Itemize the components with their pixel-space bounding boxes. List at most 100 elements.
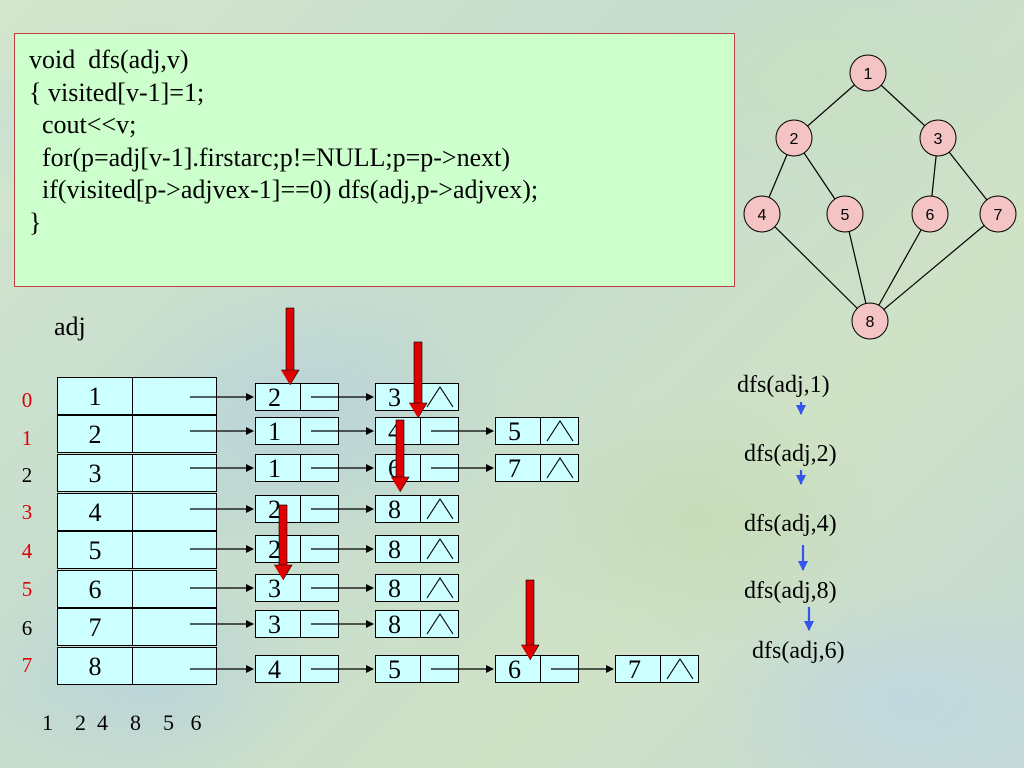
current-pointer-arrow xyxy=(409,341,428,419)
arc-adjvex: 3 xyxy=(255,574,301,603)
current-pointer-arrow xyxy=(521,579,540,661)
arc-node: 2 xyxy=(255,535,339,564)
null-symbol xyxy=(666,657,694,680)
code-box: void dfs(adj,v) { visited[v-1]=1; cout<<… xyxy=(14,33,735,287)
graph: 1 2 3 4 5 6 7 8 xyxy=(743,54,1017,340)
arc-adjvex: 8 xyxy=(375,610,421,639)
graph-node-label: 6 xyxy=(926,207,935,224)
arc-node: 7 xyxy=(495,454,579,483)
graph-edge xyxy=(761,213,871,322)
index-label: 1 xyxy=(21,426,33,450)
dfs-call: dfs(adj,1) xyxy=(737,372,830,398)
arc-node: 5 xyxy=(375,655,459,684)
index-label: 4 xyxy=(21,539,33,563)
graph-edge xyxy=(869,213,999,322)
graph-node-label: 5 xyxy=(841,207,850,224)
firstarc-pointer-cell xyxy=(133,493,217,531)
graph-node-label: 4 xyxy=(758,207,767,224)
index-label: 2 xyxy=(21,463,33,487)
graph-node: 1 xyxy=(849,54,887,92)
vertex-value: 8 xyxy=(57,647,133,685)
arc-node: 4 xyxy=(255,655,339,684)
null-symbol xyxy=(426,497,454,520)
vertex-value: 2 xyxy=(57,415,133,453)
current-pointer-arrow xyxy=(391,419,410,493)
graph-edge xyxy=(869,213,931,322)
vertex-row: 3 xyxy=(57,454,217,492)
arc-adjvex: 7 xyxy=(495,454,541,483)
arc-adjvex: 2 xyxy=(255,535,301,564)
graph-node: 5 xyxy=(826,195,864,233)
dfs-call: dfs(adj,8) xyxy=(744,578,837,604)
graph-node-label: 3 xyxy=(934,131,943,148)
graph-node: 6 xyxy=(911,195,949,233)
firstarc-pointer-cell xyxy=(133,570,217,608)
firstarc-pointer-cell xyxy=(133,531,217,569)
code-line: if(visited[p->adjvex-1]==0) dfs(adj,p->a… xyxy=(29,175,539,204)
dfs-call: dfs(adj,6) xyxy=(752,638,845,664)
index-label: 6 xyxy=(21,616,33,640)
arc-node: 8 xyxy=(375,610,459,639)
arc-adjvex: 4 xyxy=(255,655,301,684)
null-symbol xyxy=(546,456,574,479)
arc-adjvex: 8 xyxy=(375,535,421,564)
graph-node-label: 7 xyxy=(994,207,1003,224)
graph-node: 7 xyxy=(979,195,1017,233)
vertex-row: 2 xyxy=(57,415,217,453)
vertex-value: 1 xyxy=(57,377,133,415)
null-symbol xyxy=(426,385,454,408)
graph-node: 2 xyxy=(775,119,813,157)
graph-node: 4 xyxy=(743,195,781,233)
arc-adjvex: 3 xyxy=(255,610,301,639)
null-symbol xyxy=(426,576,454,599)
index-label: 5 xyxy=(21,577,33,601)
graph-node-label: 2 xyxy=(790,131,799,148)
vertex-row: 5 xyxy=(57,531,217,569)
vertex-value: 4 xyxy=(57,493,133,531)
arc-adjvex: 1 xyxy=(255,454,301,483)
graph-node: 3 xyxy=(919,119,957,157)
arc-node: 2 xyxy=(255,383,339,412)
code-line: void dfs(adj,v) xyxy=(29,45,189,74)
firstarc-pointer-cell xyxy=(133,608,217,646)
graph-node-label: 1 xyxy=(864,66,873,83)
vertex-value: 6 xyxy=(57,570,133,608)
arc-adjvex: 2 xyxy=(255,495,301,524)
vertex-row: 6 xyxy=(57,570,217,608)
arc-adjvex: 5 xyxy=(495,417,541,446)
current-pointer-arrow xyxy=(274,504,293,581)
graph-node-label: 8 xyxy=(866,314,875,331)
vertex-row: 8 xyxy=(57,647,217,685)
index-label: 3 xyxy=(21,500,33,524)
graph-node: 8 xyxy=(851,302,889,340)
code-line: for(p=adj[v-1].firstarc;p!=NULL;p=p->nex… xyxy=(29,142,510,172)
arc-adjvex: 8 xyxy=(375,495,421,524)
arc-adjvex: 1 xyxy=(255,417,301,446)
arc-adjvex: 7 xyxy=(615,655,661,684)
index-label: 0 xyxy=(21,388,33,412)
dfs-call: dfs(adj,2) xyxy=(744,441,837,467)
vertex-row: 1 xyxy=(57,377,217,415)
code-line: { visited[v-1]=1; xyxy=(29,77,205,107)
arc-adjvex: 8 xyxy=(375,574,421,603)
code-line: } xyxy=(29,207,42,237)
firstarc-pointer-cell xyxy=(133,647,217,685)
vertex-row: 7 xyxy=(57,608,217,646)
null-symbol xyxy=(426,612,454,635)
index-label: 7 xyxy=(21,653,33,677)
arc-adjvex: 3 xyxy=(375,383,421,412)
arc-node: 3 xyxy=(255,610,339,639)
code-line: cout<<v; xyxy=(29,110,137,139)
null-symbol xyxy=(546,419,574,442)
arc-adjvex: 6 xyxy=(495,655,541,684)
visit-sequence: 1 2 4 8 5 6 xyxy=(42,710,202,735)
vertex-value: 3 xyxy=(57,454,133,492)
vertex-value: 5 xyxy=(57,531,133,569)
firstarc-pointer-cell xyxy=(133,454,217,492)
arc-adjvex: 5 xyxy=(375,655,421,684)
adj-label: adj xyxy=(54,312,86,341)
dfs-call: dfs(adj,4) xyxy=(744,511,837,537)
arc-node: 2 xyxy=(255,495,339,524)
current-pointer-arrow xyxy=(281,307,300,386)
